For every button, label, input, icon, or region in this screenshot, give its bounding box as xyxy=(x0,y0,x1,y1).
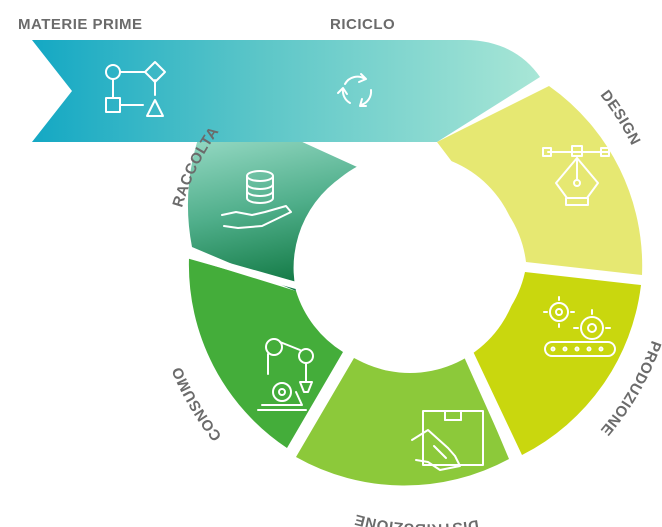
hand-database-icon xyxy=(221,170,292,229)
label-design: DESIGN xyxy=(597,87,644,148)
label-distribuzione: DISTRIBUZIONE xyxy=(353,511,480,527)
recycle-icon xyxy=(337,73,373,107)
robot-arm-icon xyxy=(257,338,314,411)
segment-produzione xyxy=(470,272,641,455)
hand-box-icon xyxy=(411,410,484,471)
label-riciclo: RICICLO xyxy=(330,16,395,33)
segment-raccolta xyxy=(187,120,359,291)
segment-consumo xyxy=(188,258,343,448)
segment-gaps xyxy=(184,250,649,464)
center-hole xyxy=(300,153,520,373)
arrow-band xyxy=(32,40,540,142)
gears-conveyor-icon xyxy=(543,296,616,357)
label-consumo: CONSUMO xyxy=(169,364,226,444)
pen-nib-icon xyxy=(542,145,610,206)
segment-distribuzione xyxy=(296,352,509,486)
segment-design xyxy=(437,86,643,275)
shapes-icon xyxy=(105,61,166,117)
label-materie-prime: MATERIE PRIME xyxy=(18,16,143,33)
